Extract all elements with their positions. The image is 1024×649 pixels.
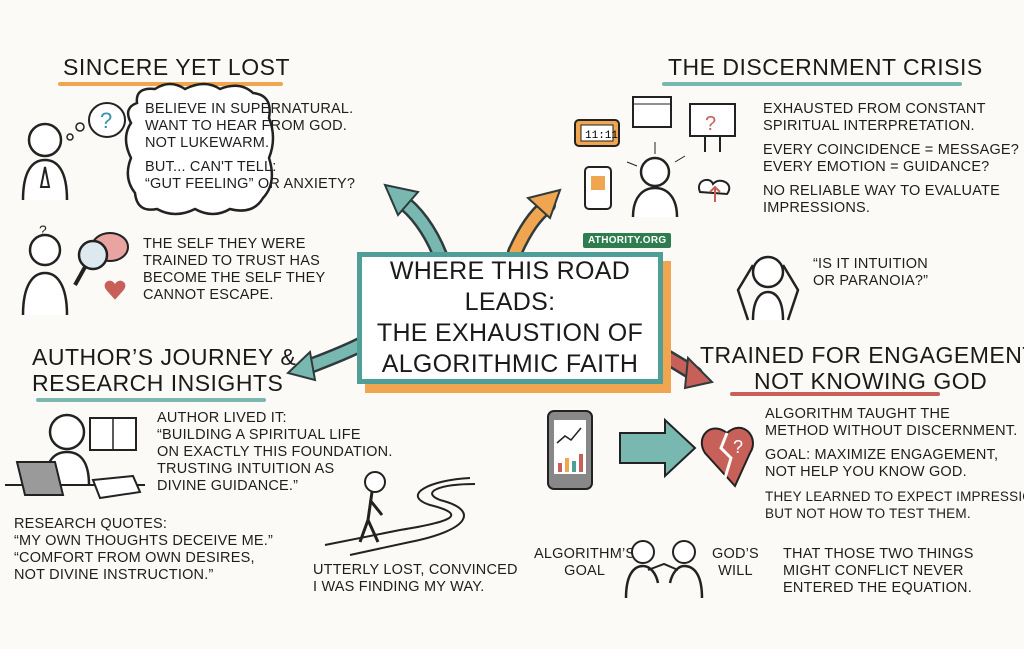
section-title-discernment: THE DISCERNMENT CRISIS [668,54,983,80]
discernment-line: SPIRITUAL INTERPRETATION. [763,118,975,134]
engagement-line: GOAL: MAXIMIZE ENGAGEMENT, [765,447,999,463]
central-title-box: WHERE THIS ROAD LEADS: THE EXHAUSTION OF… [357,252,663,384]
thought-bubble [124,82,275,216]
author-at-laptop-icon [5,413,145,500]
title-underline [662,82,962,86]
svg-text:?: ? [39,222,47,238]
paranoia-quote: OR PARANOIA?” [813,273,929,289]
algorithm-goal-label: ALGORITHM’S [534,546,636,562]
gods-will-label: WILL [718,563,753,579]
walking-person-road-icon [324,471,476,556]
bubble-line: “GUT FEELING” OR ANXIETY? [145,176,356,192]
bubble-line: BUT... CAN'T TELL: [145,159,277,175]
bubble-line: BELIEVE IN SUPERNATURAL. [145,101,354,117]
author-line: AUTHOR LIVED IT: [157,410,287,426]
section-title-author: AUTHOR’S JOURNEY & [32,344,297,370]
conflict-line: ENTERED THE EQUATION. [783,580,972,596]
conflict-line: MIGHT CONFLICT NEVER [783,563,964,579]
self-line: TRAINED TO TRUST HAS [143,253,320,269]
engagement-line: NOT HELP YOU KNOW GOD. [765,464,967,480]
discernment-line: EVERY COINCIDENCE = MESSAGE? [763,142,1020,158]
svg-text:?: ? [733,437,743,457]
title-underline [36,398,266,402]
author-line: TRUSTING INTUITION AS [157,461,335,477]
engagement-line: BUT NOT HOW TO TEST THEM. [765,506,971,521]
section-title-engagement: TRAINED FOR ENGAGEMENT, [700,342,1024,368]
center-line: THE EXHAUSTION OF [376,319,644,347]
signs-around-person-icon: 11:11 ? [574,96,736,218]
svg-text:?: ? [100,108,112,133]
author-line: ON EXACTLY THIS FOUNDATION. [157,444,393,460]
section-title-sincere: SINCERE YET LOST [63,54,290,80]
svg-text:?: ? [705,113,716,135]
author-line: “BUILDING A SPIRITUAL LIFE [157,427,361,443]
discernment-line: NO RELIABLE WAY TO EVALUATE [763,183,1000,199]
praying-person-icon: ? [21,102,126,201]
engagement-line: THEY LEARNED TO EXPECT IMPRESSIONS [765,489,1024,504]
stressed-person-icon [736,255,800,321]
research-quote: “MY OWN THOUGHTS DECEIVE ME.” [14,533,274,549]
discernment-line: EXHAUSTED FROM CONSTANT [763,101,986,117]
clock-text: 11:11 [585,130,618,142]
research-quote: “COMFORT FROM OWN DESIRES, [14,550,255,566]
tug-of-war-figures-icon [624,540,704,599]
self-line: BECOME THE SELF THEY [143,270,326,286]
watermark-badge: ATHORITY.ORG [583,233,672,248]
paranoia-quote: “IS IT INTUITION [813,256,928,272]
section-title-engagement: NOT KNOWING GOD [753,368,988,394]
title-underline [730,392,940,396]
self-line: CANNOT ESCAPE. [143,287,274,303]
research-label: RESEARCH QUOTES: [14,516,168,532]
author-line: DIVINE GUIDANCE.” [157,478,299,494]
engagement-line: METHOD WITHOUT DISCERNMENT. [765,423,1018,439]
self-line: THE SELF THEY WERE [143,236,306,252]
section-title-author: RESEARCH INSIGHTS [32,370,284,396]
conflict-line: THAT THOSE TWO THINGS [783,546,974,562]
bubble-line: NOT LUKEWARM. [145,135,270,151]
engagement-line: ALGORITHM TAUGHT THE [765,406,951,422]
bubble-line: WANT TO HEAR FROM GOD. [145,118,348,134]
phone-to-broken-heart-icon: ? [547,410,754,490]
person-with-magnifier-icon: ? [21,222,129,316]
research-quote: NOT DIVINE INSTRUCTION.” [14,567,214,583]
algorithm-goal-label: GOAL [564,563,606,579]
discernment-line: EVERY EMOTION = GUIDANCE? [763,159,990,175]
gods-will-label: GOD’S [712,546,759,562]
center-line: WHERE THIS ROAD LEADS: [389,257,631,316]
lost-line: UTTERLY LOST, CONVINCED [313,562,518,578]
discernment-line: IMPRESSIONS. [763,200,871,216]
lost-line: I WAS FINDING MY WAY. [313,579,485,595]
center-line: ALGORITHMIC FAITH [381,350,639,378]
